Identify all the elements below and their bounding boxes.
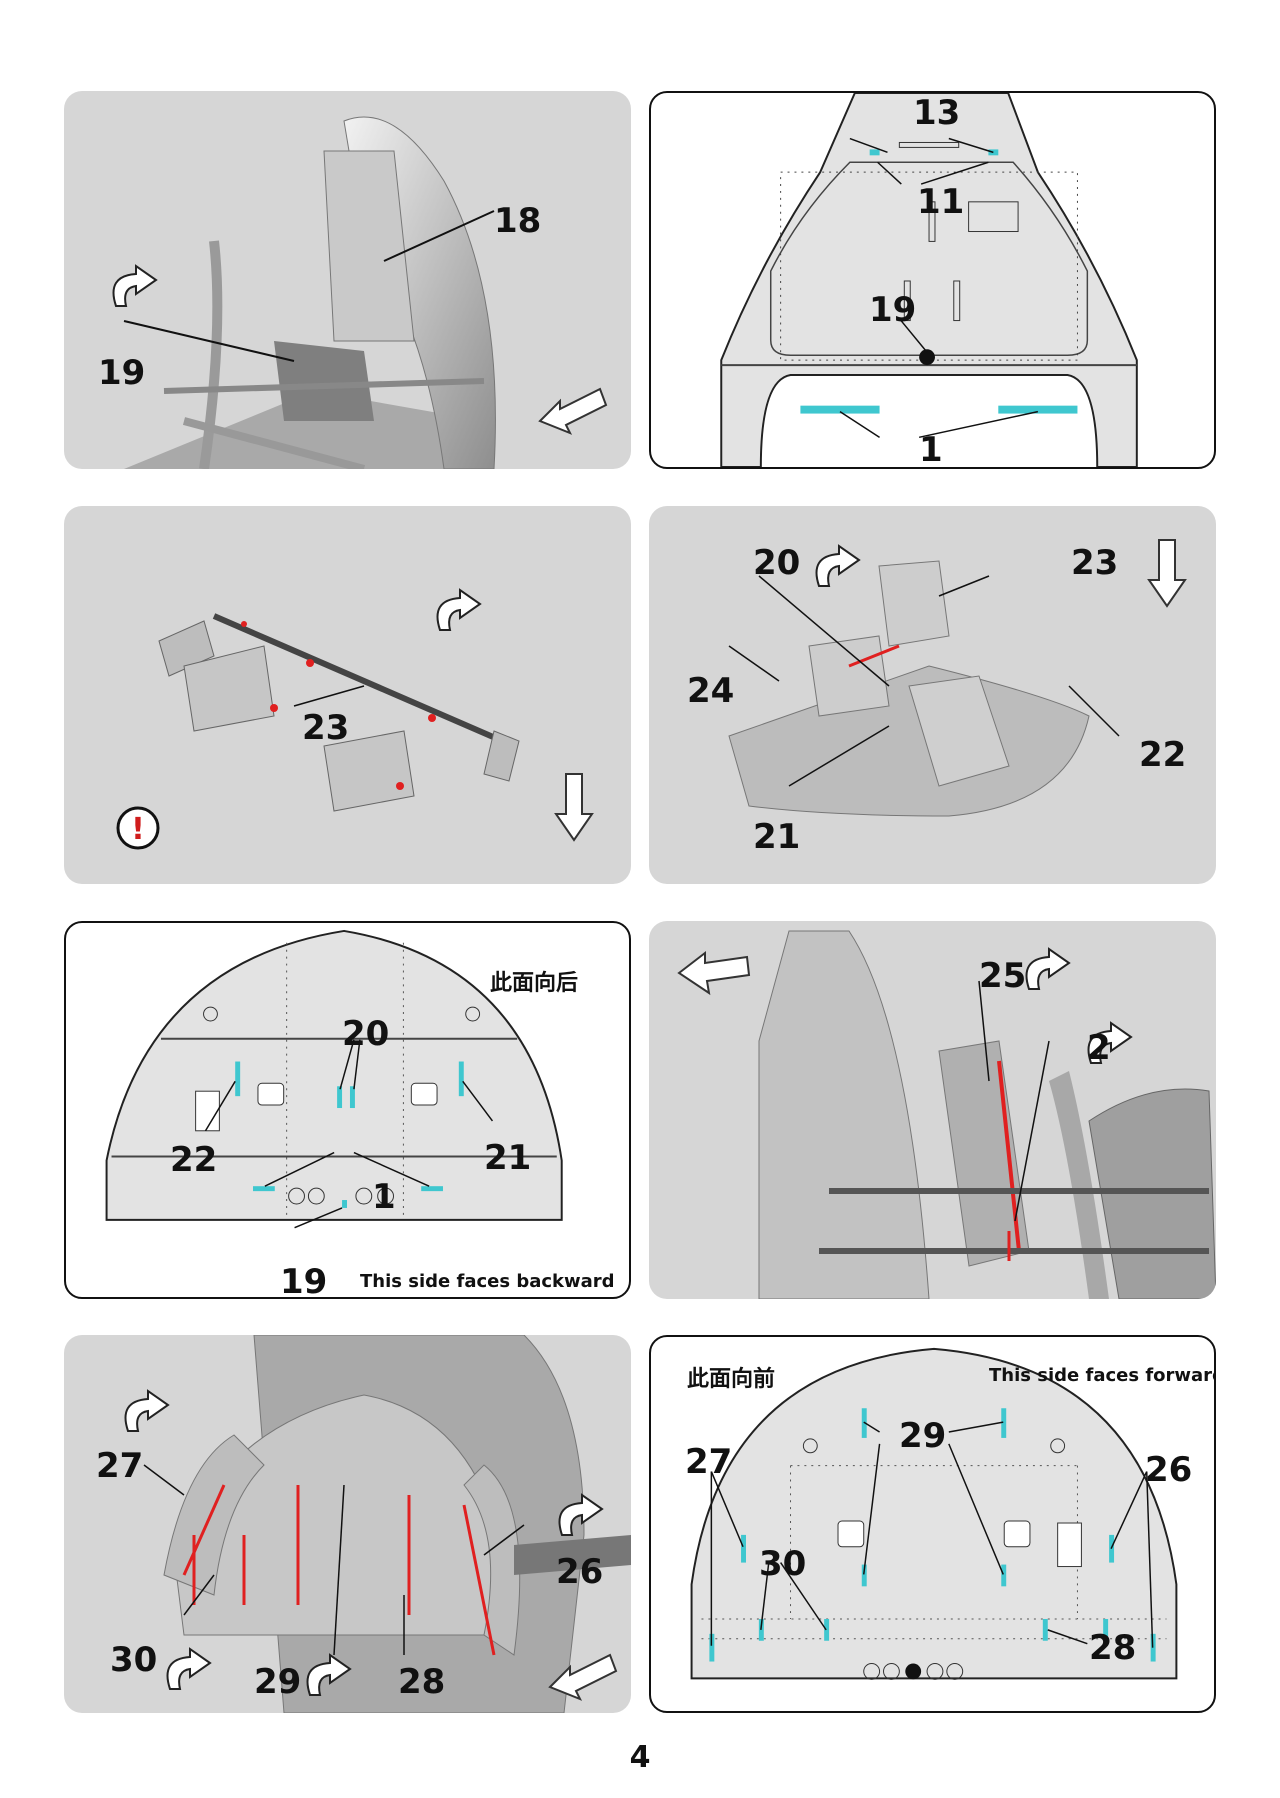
page-number: 4 bbox=[629, 1740, 651, 1775]
direction-arrow-icon bbox=[548, 1653, 618, 1701]
direction-arrow-icon bbox=[554, 773, 594, 842]
rear-bulkhead-diagram bbox=[105, 929, 563, 1229]
rotate-arrow-icon bbox=[558, 1493, 604, 1536]
part-label: 22 bbox=[170, 1140, 218, 1180]
part-label: 21 bbox=[753, 817, 801, 857]
part-label: 21 bbox=[484, 1138, 532, 1178]
part-label: 30 bbox=[110, 1640, 158, 1680]
part-label: 13 bbox=[913, 93, 961, 133]
step-panel-6: 25 2 bbox=[649, 921, 1216, 1299]
part-label: 2 bbox=[1087, 1028, 1111, 1068]
direction-arrow-icon bbox=[538, 387, 608, 435]
caution-icon: ! bbox=[116, 806, 160, 850]
part-label: 28 bbox=[398, 1662, 446, 1702]
cockpit-seat-photo bbox=[112, 116, 608, 469]
part-label: 26 bbox=[556, 1552, 604, 1592]
seat-frame-photo: ! bbox=[116, 588, 594, 850]
rotate-arrow-icon bbox=[306, 1653, 352, 1696]
bulkhead-diagram bbox=[720, 93, 1138, 467]
rotate-arrow-icon bbox=[815, 544, 861, 587]
part-label: 27 bbox=[96, 1446, 144, 1486]
part-label: 23 bbox=[1071, 543, 1119, 583]
part-label: 24 bbox=[687, 671, 735, 711]
part-label: 19 bbox=[869, 290, 917, 330]
front-bulkhead-photo bbox=[124, 1335, 631, 1713]
rotate-arrow-icon bbox=[436, 588, 482, 631]
step-panel-4: 20 23 24 22 21 bbox=[649, 506, 1216, 884]
rotate-arrow-icon bbox=[1025, 947, 1071, 990]
step-panel-5: 此面向后 This side faces backward 20 22 21 1… bbox=[64, 921, 631, 1299]
part-label: 18 bbox=[494, 201, 542, 241]
orientation-note: This side faces backward bbox=[360, 1271, 615, 1292]
floor-assembly-photo bbox=[728, 539, 1187, 817]
part-label: 19 bbox=[98, 353, 146, 393]
part-label: 20 bbox=[753, 543, 801, 583]
part-label: 26 bbox=[1145, 1450, 1193, 1490]
fuselage-frame-photo bbox=[677, 930, 1216, 1299]
part-label: 28 bbox=[1089, 1628, 1137, 1668]
part-label: 27 bbox=[685, 1442, 733, 1482]
part-label: 30 bbox=[759, 1544, 807, 1584]
front-bulkhead-diagram bbox=[690, 1347, 1178, 1680]
rotate-arrow-icon bbox=[112, 264, 158, 307]
step-panel-3: ! 23 bbox=[64, 506, 631, 884]
part-label: 29 bbox=[899, 1416, 947, 1456]
rotate-arrow-icon bbox=[166, 1647, 212, 1690]
part-label: 1 bbox=[919, 430, 943, 469]
step-panel-7: 27 26 30 29 28 bbox=[64, 1335, 631, 1713]
step-panel-1: 18 19 bbox=[64, 91, 631, 469]
orientation-note-cn: 此面向前 bbox=[687, 1367, 776, 1392]
step-panel-8: 此面向前 This side faces forward 27 29 26 30… bbox=[649, 1335, 1216, 1713]
step-panel-2: 13 11 19 1 bbox=[649, 91, 1216, 469]
part-label: 23 bbox=[302, 708, 350, 748]
part-label: 22 bbox=[1139, 735, 1187, 775]
direction-arrow-icon bbox=[677, 950, 751, 996]
rotate-arrow-icon bbox=[124, 1389, 170, 1432]
part-label: 19 bbox=[280, 1262, 328, 1299]
rotate-arrow-icon bbox=[1087, 1021, 1133, 1064]
orientation-note: This side faces forward bbox=[989, 1365, 1216, 1386]
direction-arrow-icon bbox=[1147, 539, 1187, 608]
part-label: 1 bbox=[372, 1177, 396, 1217]
part-label: 11 bbox=[917, 182, 965, 222]
part-label: 25 bbox=[979, 956, 1027, 996]
part-label: 29 bbox=[254, 1662, 302, 1702]
orientation-note-cn: 此面向后 bbox=[490, 971, 579, 996]
svg-text:!: ! bbox=[131, 812, 145, 847]
part-label: 20 bbox=[342, 1014, 390, 1054]
